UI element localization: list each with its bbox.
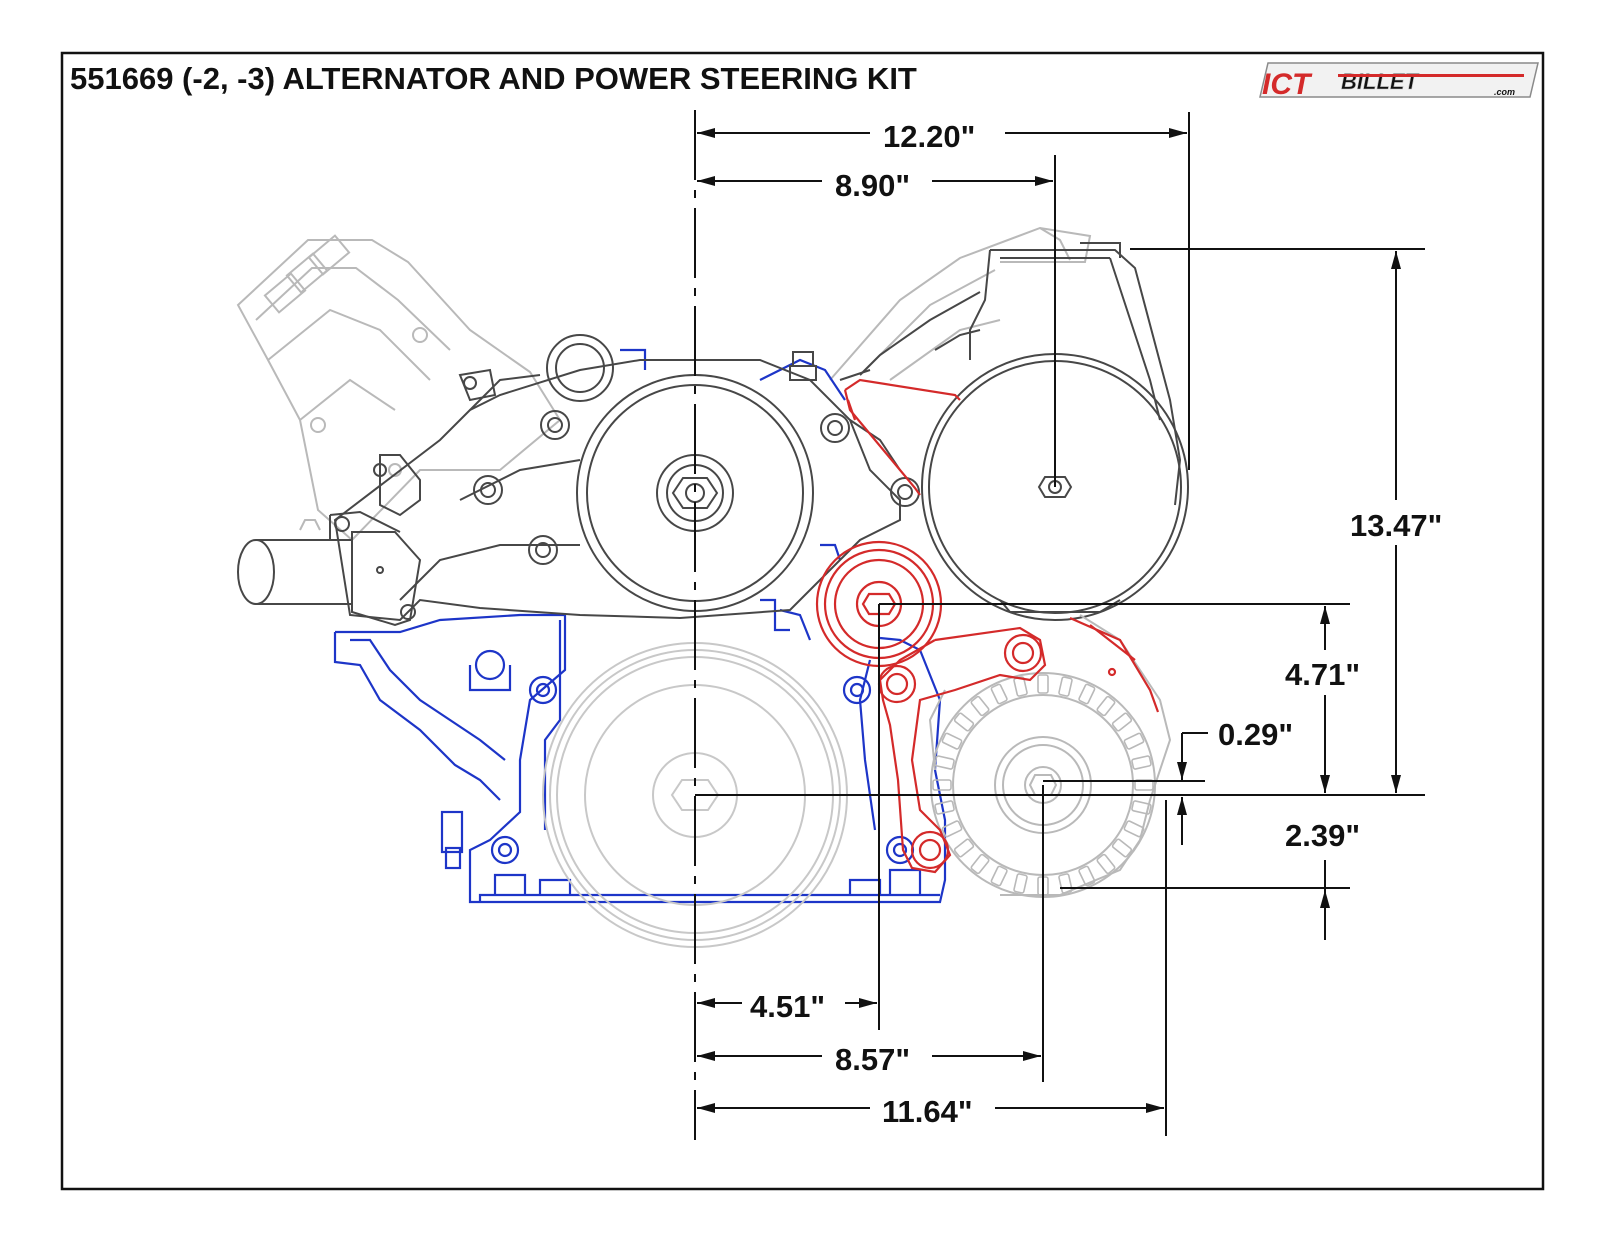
logo-com-text: .com [1494,87,1515,97]
dim-ps-pulley-center: 8.90" [835,168,910,203]
logo-ict-text: ICT [1262,68,1313,101]
logo-billet-text: BILLET [1341,69,1420,94]
alternator [928,614,1172,898]
alternator-cooling-fins [932,674,1154,896]
dim-ps-total: 12.20" [883,119,975,154]
dim-alternator-below: 2.39" [1285,818,1360,853]
dimension-lines [697,128,1401,1113]
drawing-border [60,51,1545,1191]
center-lines [694,110,1425,1140]
mounting-brackets [815,378,1160,874]
dim-alternator-offset: 0.29" [1218,717,1293,752]
dim-ps-height: 13.47" [1350,508,1442,543]
water-outlet-tube [237,510,422,627]
water-pump [333,334,920,622]
front-timing-cover [333,348,947,904]
dim-alternator-center: 8.57" [835,1042,910,1077]
ict-billet-logo: ICT BILLET .com [1259,62,1539,101]
drawing-title: 551669 (-2, -3) ALTERNATOR AND POWER STE… [70,61,917,96]
power-steering-pump [839,242,1189,621]
dim-alternator-total: 11.64" [882,1094,973,1129]
cylinder-head-left [236,234,562,542]
dim-idler-center: 4.51" [750,989,825,1024]
dim-idler-height: 4.71" [1285,657,1360,692]
